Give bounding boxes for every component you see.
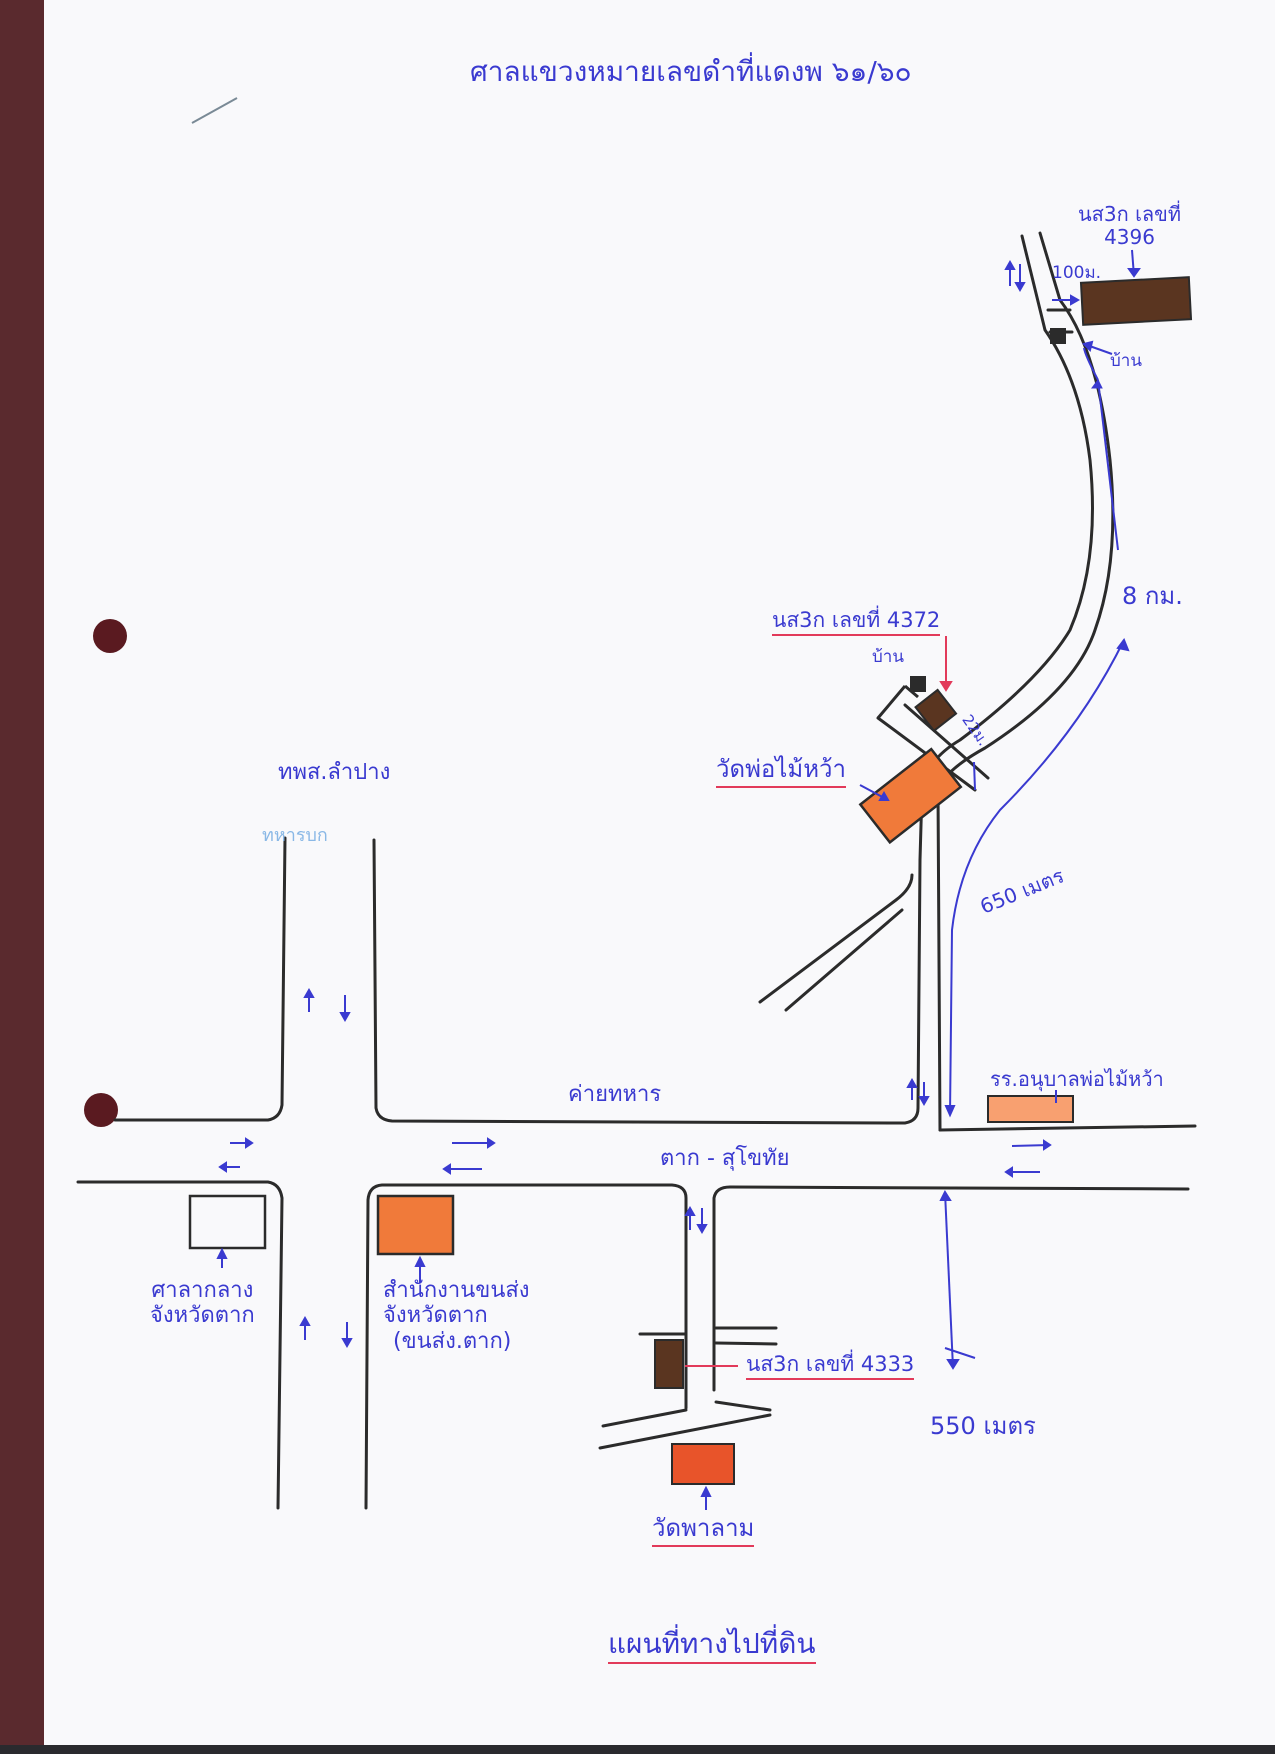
- label-road-tak-sukhothai: ตาก - สุโขทัย: [660, 1146, 790, 1171]
- label-dist-550m: 550 เมตร: [930, 1412, 1036, 1440]
- label-temple-bottom: วัดพาลาม: [652, 1514, 755, 1547]
- label-distance-8km: 8 กม.: [1122, 582, 1183, 610]
- parcel-4396: [1079, 276, 1193, 326]
- label-office-line2: จังหวัดตาก: [383, 1303, 488, 1329]
- label-house-mid: บ้าน: [872, 647, 904, 667]
- label-parcel-4396: นส3ก เลขที่ 4396: [1078, 203, 1181, 249]
- label-hospital-lamphang: ทพส.ลำปาง: [278, 760, 391, 785]
- label-court-line1: ศาลากลาง: [151, 1278, 254, 1303]
- label-transport-office: สำนักงานขนส่ง จังหวัดตาก (ขนส่ง.ตาก): [383, 1278, 530, 1354]
- label-house-top: บ้าน: [1110, 351, 1142, 371]
- map-footer-title: แผนที่ทางไปที่ดิน: [608, 1627, 816, 1665]
- label-court: ศาลากลาง จังหวัดตาก: [150, 1278, 255, 1329]
- roads: [76, 231, 1197, 1510]
- paper-sheet: [44, 0, 1275, 1745]
- label-dist-100m: 100ม.: [1052, 263, 1102, 283]
- label-road-camp: ค่ายทหาร: [568, 1082, 662, 1107]
- buildings: [188, 276, 1193, 1485]
- building-court: [188, 1194, 267, 1250]
- label-court-line2: จังหวัดตาก: [150, 1303, 255, 1329]
- label-parcel-4396-line2: 4396: [1104, 225, 1155, 249]
- parcel-4333: [654, 1339, 684, 1389]
- map-title: ศาลแขวงหมายเลขดำที่แดงพ ๖๑/๖๐: [470, 55, 912, 88]
- building-school: [987, 1095, 1074, 1123]
- building-temple-pho-mai-wa: [858, 747, 963, 845]
- building-temple-bottom: [671, 1443, 735, 1485]
- parcel-4372: [914, 688, 958, 733]
- label-office-line1: สำนักงานขนส่ง: [383, 1278, 530, 1303]
- label-hospital-blue-note: ทหารบก: [262, 825, 328, 846]
- label-parcel-4372: นส3ก เลขที่ 4372: [772, 608, 941, 637]
- scan-edge: [0, 1745, 1275, 1754]
- binder-hole-icon: [93, 619, 127, 653]
- label-parcel-4396-line1: นส3ก เลขที่: [1078, 202, 1182, 226]
- arrow-icon: [216, 249, 1141, 1510]
- label-school-pho-mai-wa: รร.อนุบาลพ่อไม้หว้า: [990, 1067, 1164, 1091]
- label-parcel-4333: นส3ก เลขที่ 4333: [746, 1352, 915, 1381]
- house-mid: [910, 676, 926, 692]
- label-office-line3: (ขนส่ง.ตาก): [393, 1328, 512, 1354]
- building-transport-office: [376, 1194, 455, 1256]
- label-temple-pho-mai-wa: วัดพ่อไม้หว้า: [716, 755, 846, 788]
- house-top: [1050, 328, 1066, 344]
- binder-hole-icon: [84, 1093, 118, 1127]
